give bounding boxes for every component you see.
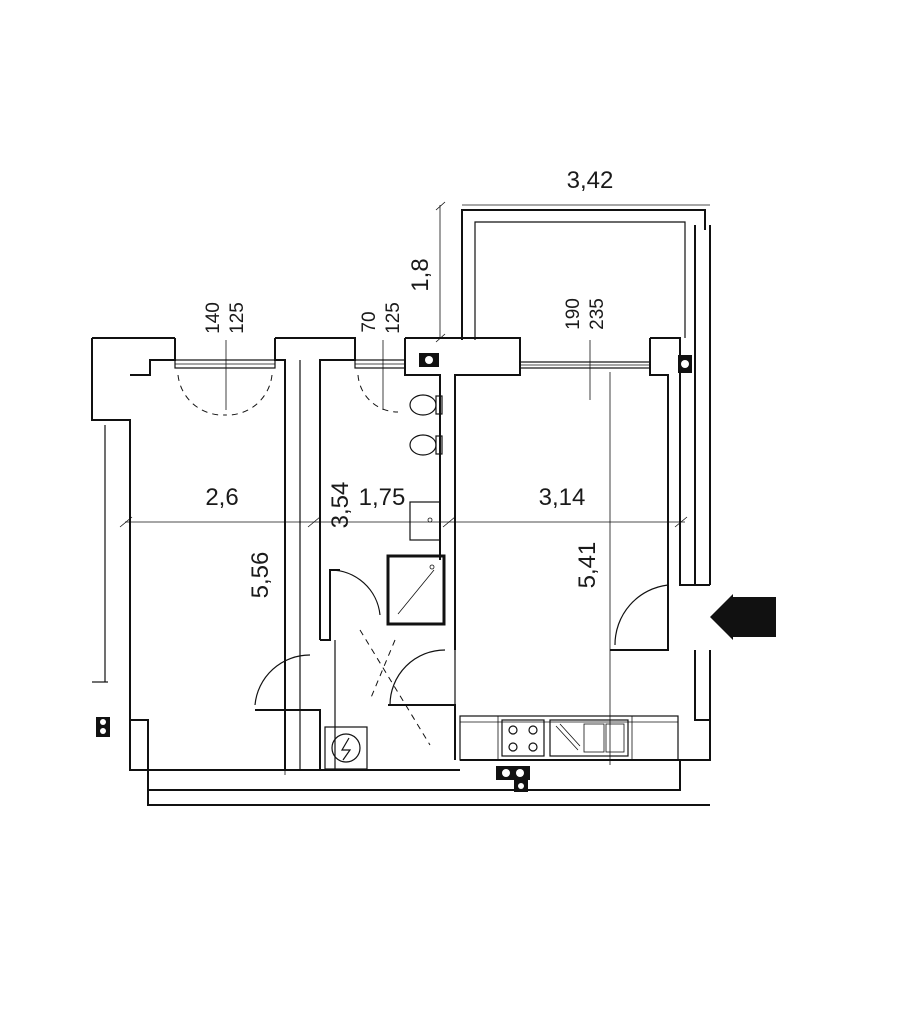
corridor-depth-label: 3,54 bbox=[327, 482, 354, 529]
stove-icon bbox=[501, 719, 545, 757]
electric-meter-icon bbox=[324, 726, 368, 770]
balcony-door-height-label: 235 bbox=[587, 298, 608, 330]
living-width-label: 3,14 bbox=[539, 484, 586, 511]
shower-icon bbox=[386, 554, 446, 626]
balcony bbox=[461, 209, 706, 340]
fixtures bbox=[96, 353, 692, 792]
sink-icon bbox=[549, 719, 629, 757]
left-window-width-label: 140 bbox=[203, 302, 224, 334]
balcony-depth-label: 1,8 bbox=[407, 258, 434, 291]
socket-icons bbox=[96, 353, 692, 792]
kitchen-counter bbox=[459, 715, 679, 761]
balcony-width-label: 3,42 bbox=[567, 167, 614, 194]
bidet-icon bbox=[409, 434, 443, 456]
left-window-height-label: 125 bbox=[227, 302, 248, 334]
bath-window-height-label: 125 bbox=[383, 302, 404, 334]
dimension-lines bbox=[119, 201, 710, 775]
dimension-labels: 3,42 1,8 2,6 5,56 3,54 1,75 3,14 5,41 bbox=[205, 167, 613, 598]
toilet-icon bbox=[409, 394, 443, 416]
entrance-arrow-icon bbox=[710, 594, 776, 640]
washbasin-icon bbox=[409, 501, 441, 541]
bath-width-label: 1,75 bbox=[359, 484, 406, 511]
balcony-door-width-label: 190 bbox=[563, 298, 584, 330]
bath-window-width-label: 70 bbox=[359, 311, 380, 332]
opening-labels: 140 125 70 125 190 235 bbox=[203, 298, 608, 334]
room-left-depth-label: 5,56 bbox=[247, 552, 274, 599]
living-depth-label: 5,41 bbox=[574, 542, 601, 589]
doors bbox=[177, 374, 669, 746]
windows bbox=[174, 359, 651, 369]
room-left-width-label: 2,6 bbox=[205, 484, 238, 511]
